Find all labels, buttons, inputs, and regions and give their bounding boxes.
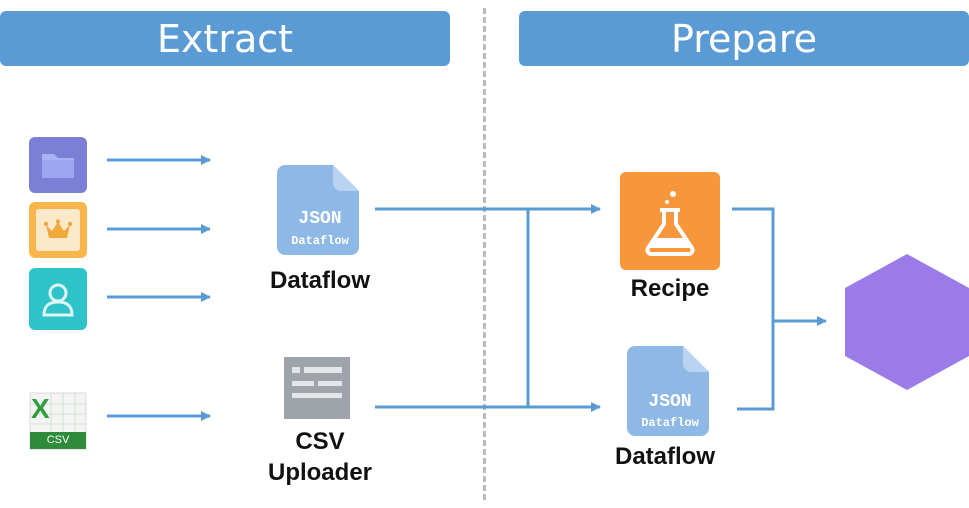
line-recipe-out [732, 207, 775, 411]
prepare-dataflow-doc-title: JSON [648, 392, 692, 412]
csv-uploader-label-line1: CSV [295, 428, 345, 455]
svg-text:X: X [31, 393, 50, 424]
hexagon-icon [845, 254, 969, 390]
dataflow-doc-icon: JSON Dataflow [277, 165, 363, 255]
user-icon [29, 268, 87, 330]
section-divider [483, 8, 486, 500]
extract-header: Extract [0, 11, 450, 66]
csv-uploader-icon [284, 357, 350, 419]
crown-icon [29, 202, 87, 258]
prepare-dataflow-doc-subtitle: Dataflow [641, 416, 699, 430]
prepare-header: Prepare [519, 11, 969, 66]
excel-csv-icon: X CSV [29, 392, 87, 450]
prepare-dataflow-label: Dataflow [614, 443, 715, 470]
recipe-flask-icon [620, 172, 720, 270]
dataflow-doc-title: JSON [298, 209, 342, 229]
extract-header-label: Extract [156, 16, 294, 61]
csv-badge-label: CSV [46, 434, 70, 446]
folder-icon [29, 137, 87, 193]
csv-uploader-label-line2: Uploader [267, 459, 372, 486]
dataflow-doc-subtitle: Dataflow [291, 234, 349, 248]
recipe-label: Recipe [630, 275, 710, 302]
prepare-header-label: Prepare [671, 16, 817, 61]
dataflow-label: Dataflow [269, 267, 370, 294]
prepare-dataflow-doc-icon: JSON Dataflow [627, 346, 713, 436]
